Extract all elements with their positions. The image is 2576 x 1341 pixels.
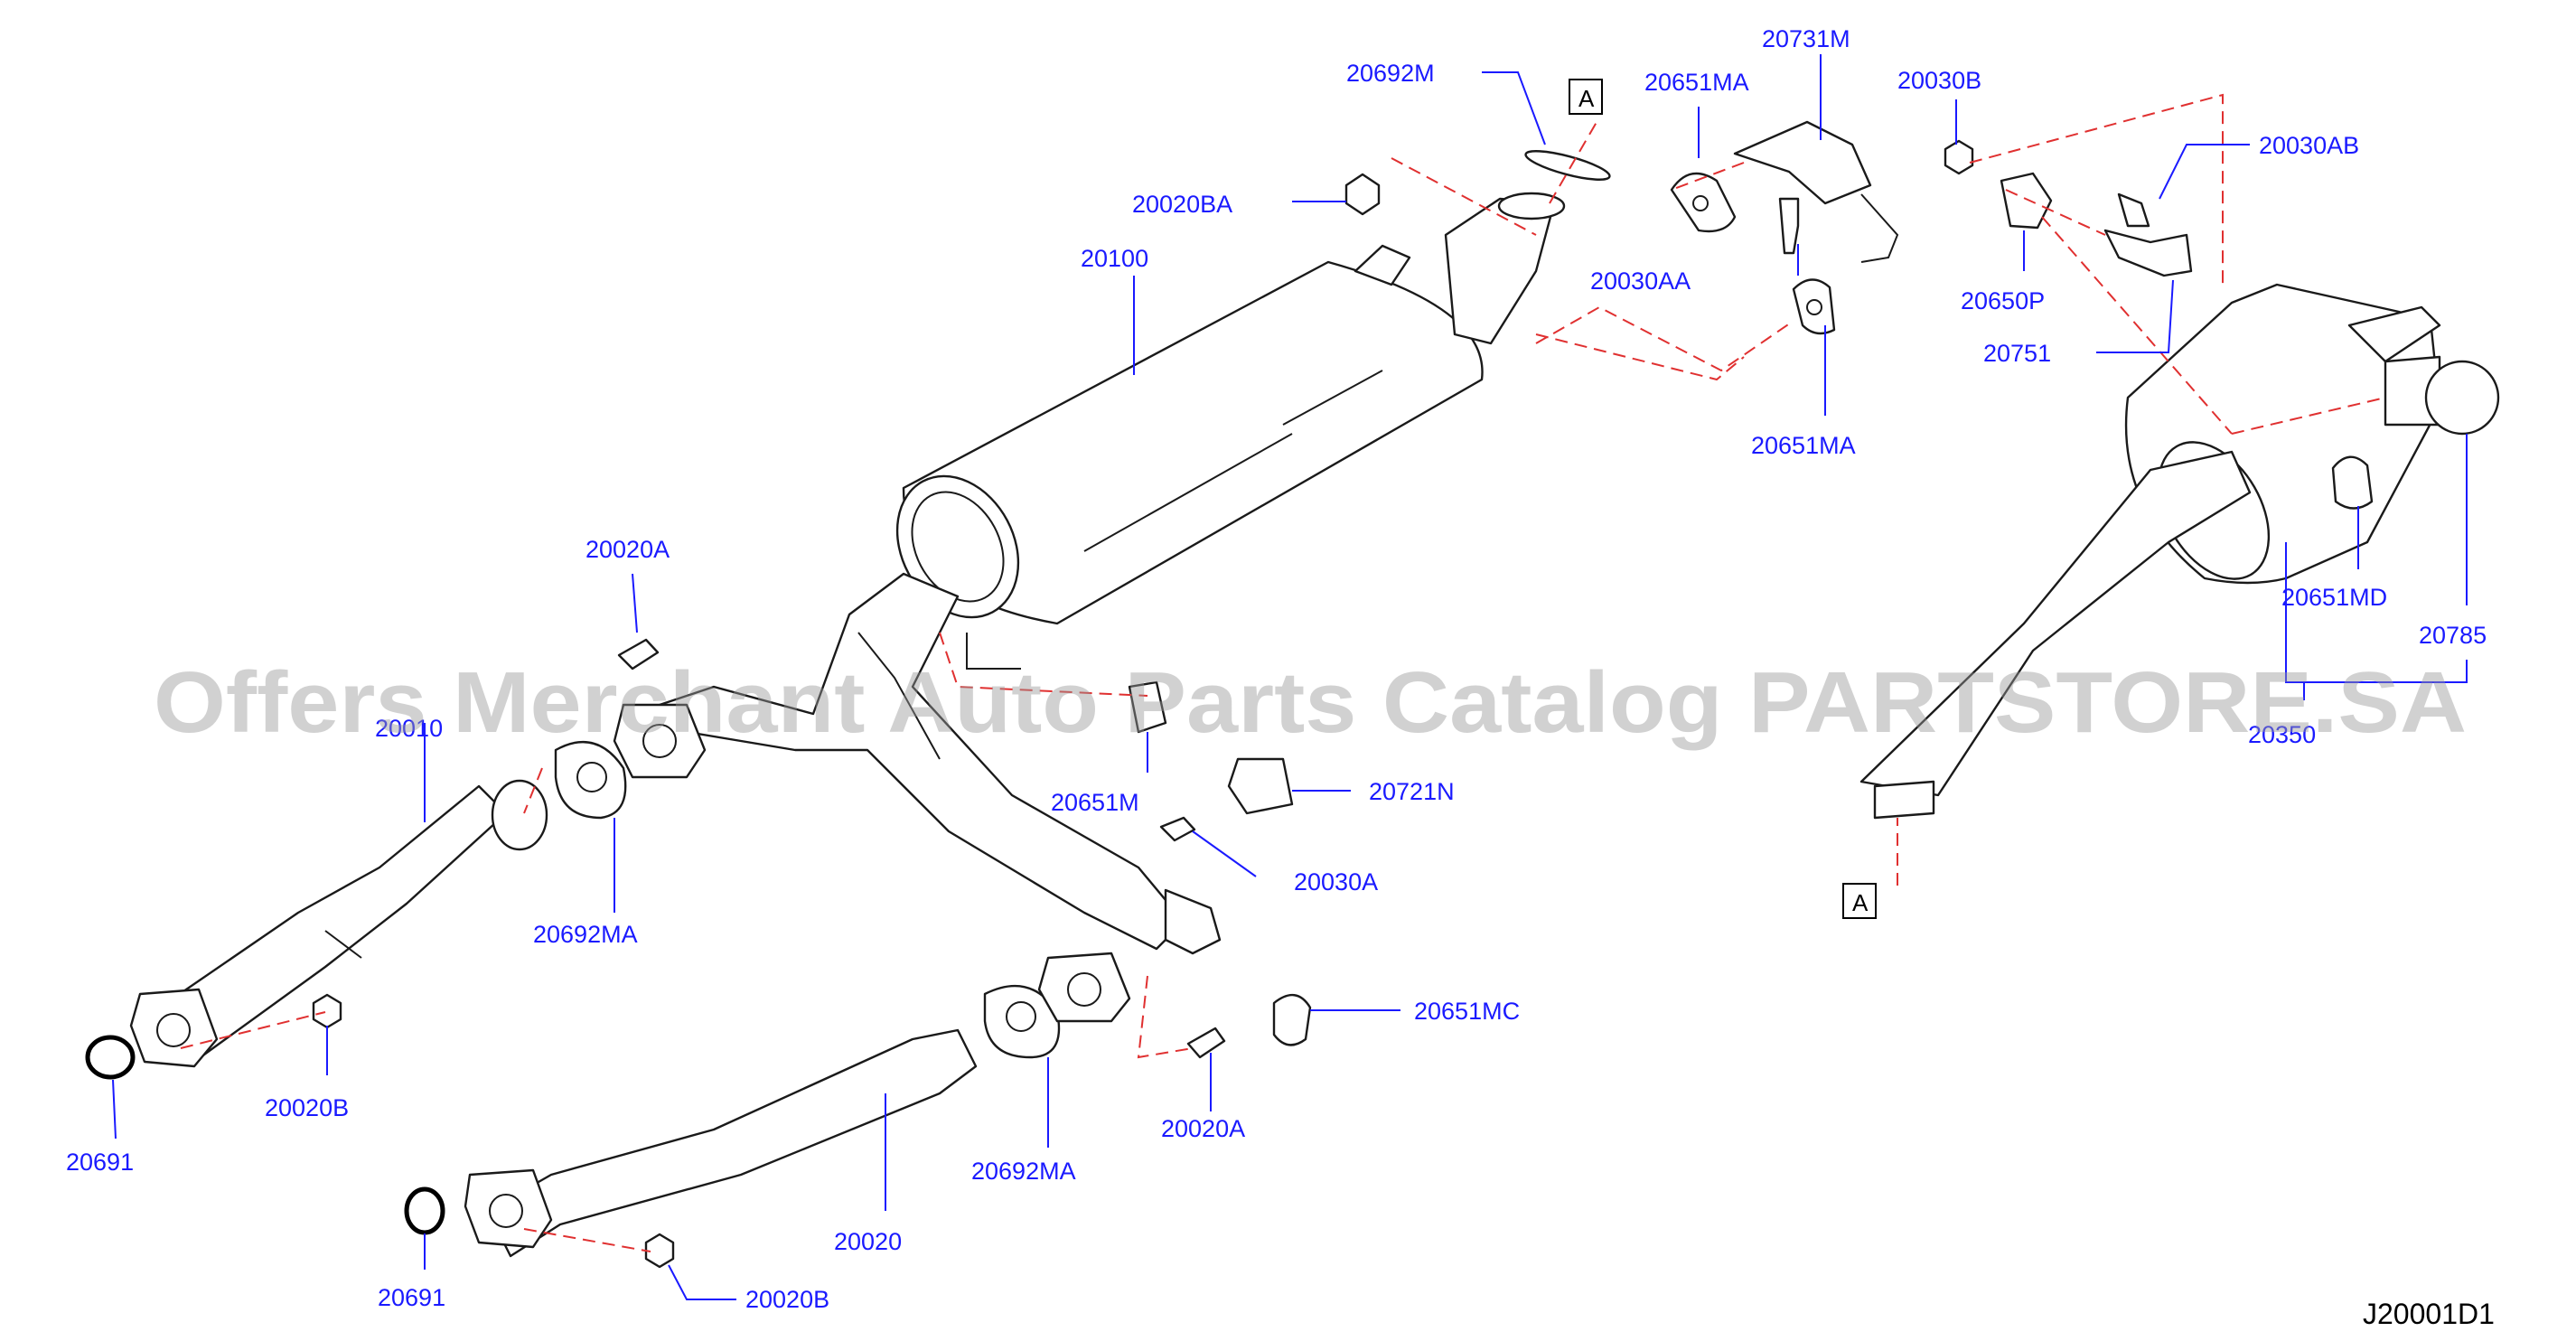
center-y-pipe [658, 572, 1222, 955]
label-20785[interactable]: 20785 [2419, 622, 2487, 649]
nut-20020B-1 [312, 993, 342, 1029]
label-20751[interactable]: 20751 [1983, 340, 2051, 367]
hanger-20650P [2000, 172, 2053, 230]
catalyst-20020 [464, 1028, 978, 1258]
label-20651MA-low[interactable]: 20651MA [1751, 432, 1856, 459]
label-20651MA-top[interactable]: 20651MA [1644, 69, 1749, 96]
label-20020A-top[interactable]: 20020A [585, 536, 670, 563]
gasket-20692MA-2 [983, 984, 1061, 1059]
bolt-20030AB [2117, 192, 2150, 228]
bracket-20731M [1733, 120, 1899, 263]
hanger-20651M [1128, 680, 1167, 734]
ref-a-bottom: A [1852, 889, 1869, 916]
ref-a-bottom-box [1842, 883, 1877, 919]
bracket-20721N [1227, 757, 1294, 815]
ref-a-top-box [1569, 79, 1603, 115]
hanger-20651MA-low [1792, 278, 1836, 335]
label-20650P[interactable]: 20650P [1961, 287, 2045, 314]
label-20020[interactable]: 20020 [834, 1228, 902, 1255]
ring-20691-1 [85, 1035, 136, 1080]
label-20020B-2[interactable]: 20020B [745, 1286, 829, 1313]
nut-20020B-2 [644, 1233, 675, 1269]
hanger-20651MA-top [1670, 172, 1737, 233]
bolt-20020A-top [617, 638, 660, 670]
label-20020BA[interactable]: 20020BA [1132, 191, 1232, 218]
main-muffler-20100 [895, 192, 1566, 670]
rear-muffler-20350 [1859, 283, 2441, 820]
label-20020B-1[interactable]: 20020B [265, 1094, 349, 1121]
label-20010[interactable]: 20010 [375, 715, 443, 742]
label-20691-1[interactable]: 20691 [66, 1149, 134, 1176]
hanger-20651MD [2331, 455, 2374, 510]
label-20350[interactable]: 20350 [2248, 721, 2316, 748]
label-20030A[interactable]: 20030A [1294, 868, 1378, 896]
label-20651MD[interactable]: 20651MD [2281, 584, 2387, 611]
label-20020A-low[interactable]: 20020A [1161, 1115, 1245, 1142]
bracket-20751 [2103, 229, 2193, 277]
label-20692MA-2[interactable]: 20692MA [971, 1158, 1076, 1185]
label-20721N[interactable]: 20721N [1369, 778, 1455, 805]
label-20030AA[interactable]: 20030AA [1590, 267, 1691, 295]
label-20030B[interactable]: 20030B [1897, 67, 1981, 94]
diagram-code: J20001D1 [2363, 1298, 2495, 1330]
catalyst-20010 [129, 779, 548, 1068]
ref-a-top: A [1578, 85, 1595, 112]
label-20692MA-1[interactable]: 20692MA [533, 921, 638, 948]
alignment-lines [180, 93, 2386, 1252]
hanger-20651MC [1272, 994, 1312, 1046]
part-labels: 20692M 20651MA 20731M 20030B 20030AB 200… [66, 25, 2487, 1313]
bolt-20030A [1159, 816, 1196, 842]
gasket-20692MA-1 [554, 741, 627, 820]
label-20691-2[interactable]: 20691 [378, 1284, 445, 1311]
nut-20030B [1944, 139, 1974, 175]
leader-lines [112, 54, 2468, 1300]
label-20731M[interactable]: 20731M [1762, 25, 1850, 52]
tailpipe-tip-20785 [2347, 305, 2500, 436]
label-20692M[interactable]: 20692M [1346, 60, 1435, 87]
ring-20691-2 [404, 1186, 445, 1235]
label-20651M[interactable]: 20651M [1051, 789, 1139, 816]
label-20651MC[interactable]: 20651MC [1414, 998, 1520, 1025]
flange-20010 [613, 703, 707, 779]
watermark: Offers Merchant Auto Parts Catalog PARTS… [154, 654, 2467, 751]
label-20030AB[interactable]: 20030AB [2259, 132, 2359, 159]
gasket-20692M [1524, 150, 1611, 181]
bolt-20020A-low [1186, 1027, 1226, 1059]
nut-20020BA [1344, 173, 1381, 216]
label-20100[interactable]: 20100 [1081, 245, 1148, 272]
flange-20020 [1037, 952, 1131, 1023]
bolt-20030AA [1778, 197, 1800, 255]
